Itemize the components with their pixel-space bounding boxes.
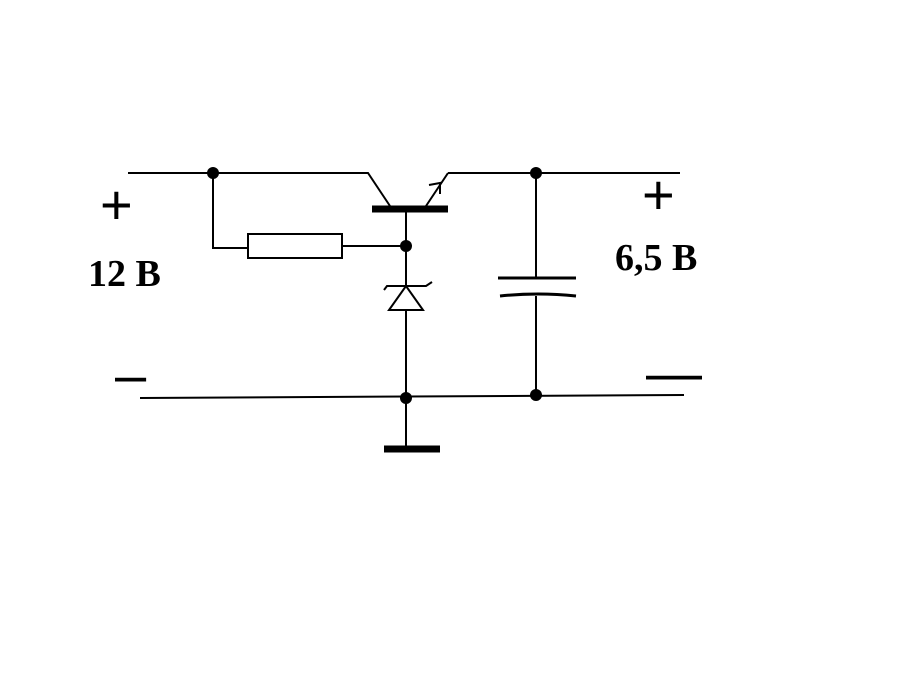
- zener-diode: [383, 281, 433, 311]
- output-minus-sign: —: [646, 341, 702, 404]
- transistor-emitter: [425, 172, 449, 207]
- output-voltage-label: 6,5 В: [615, 237, 697, 279]
- junction-ground-dot: [400, 392, 412, 404]
- junction-input-dot: [207, 167, 219, 179]
- input-minus-sign: –: [115, 343, 147, 406]
- input-top-wire: [128, 172, 391, 207]
- input-plus-sign: +: [100, 173, 133, 236]
- capacitor: [498, 276, 577, 298]
- junction-output-dot: [530, 167, 542, 179]
- common-bottom-wire: [139, 394, 685, 399]
- resistor-feed-wire: [212, 173, 248, 249]
- resistor: [247, 233, 343, 259]
- junction-base-dot: [400, 240, 412, 252]
- input-voltage-label: 12 В: [88, 253, 161, 295]
- junction-capacitor-dot: [530, 389, 542, 401]
